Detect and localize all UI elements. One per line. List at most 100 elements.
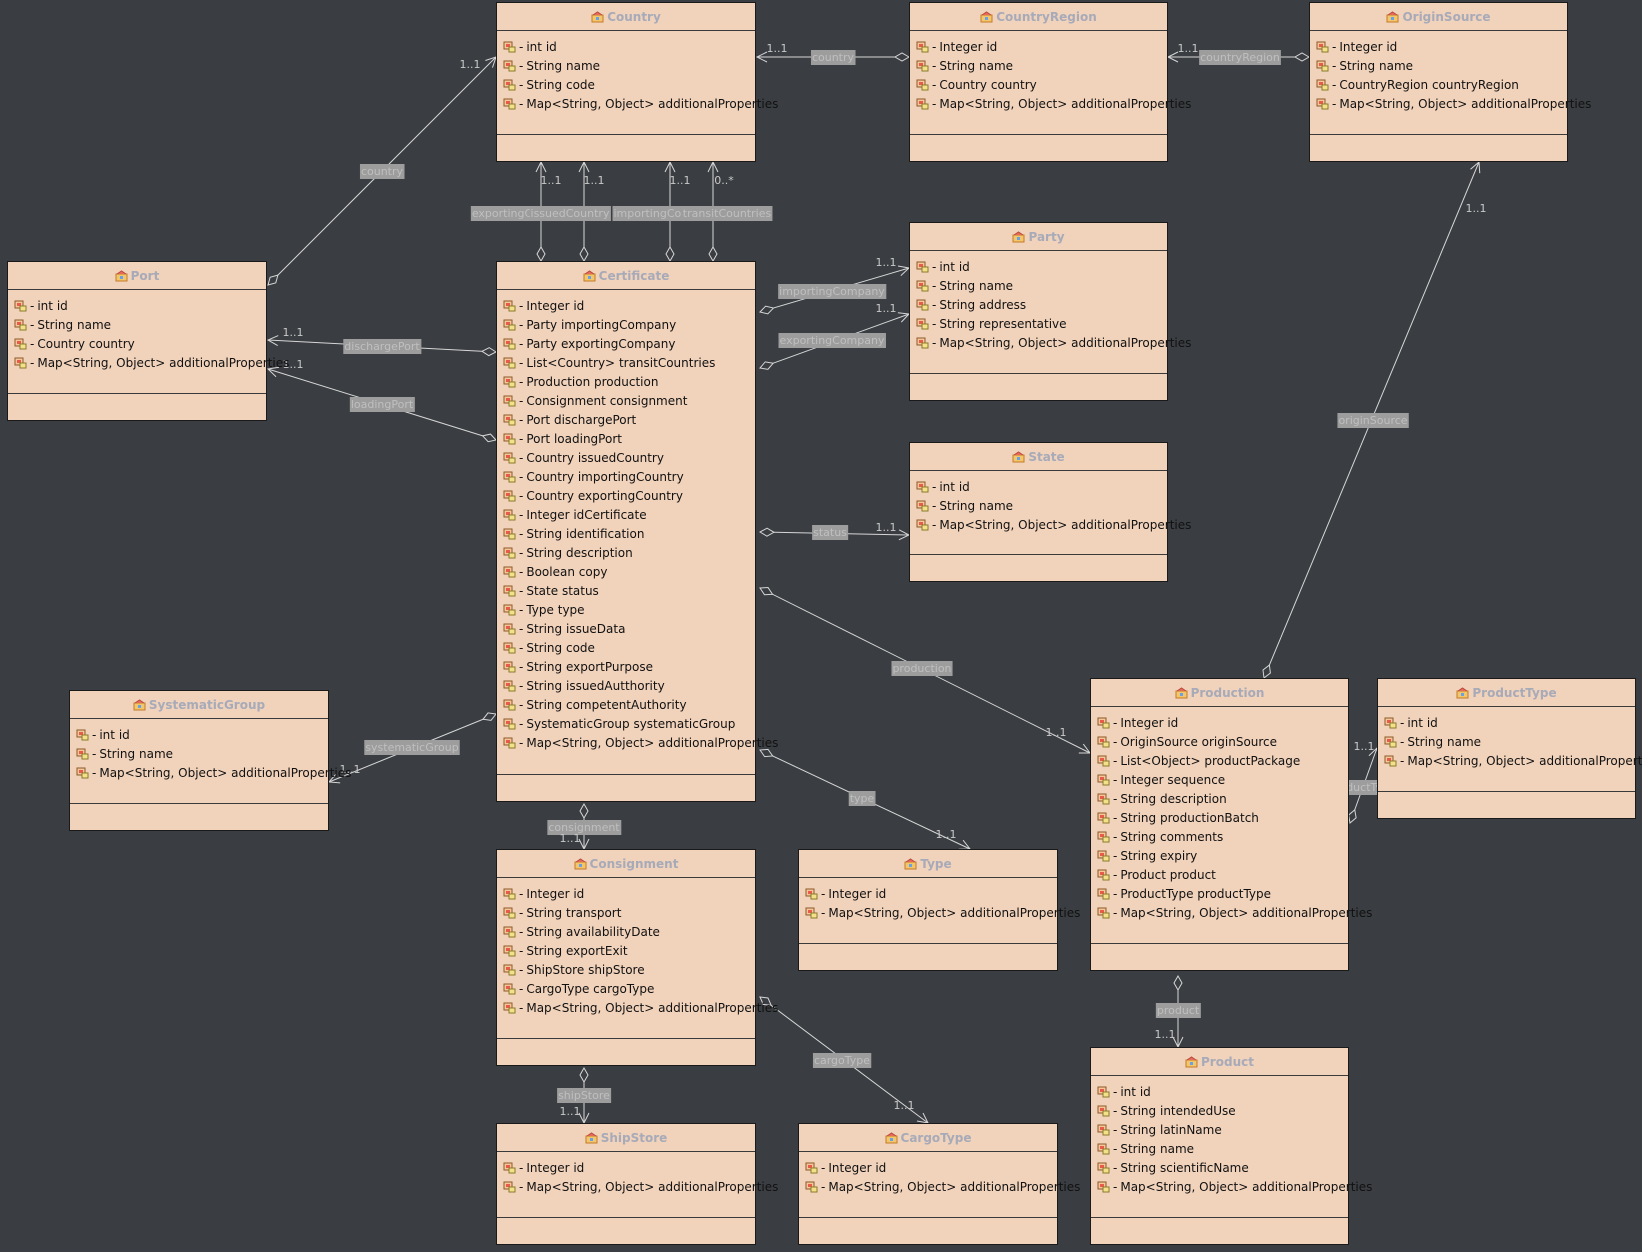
attribute-row[interactable]: -String identification <box>503 524 755 543</box>
attribute-row[interactable]: -String name <box>916 276 1167 295</box>
attribute-row[interactable]: -String name <box>1384 732 1635 751</box>
attribute-row[interactable]: -Party exportingCompany <box>503 334 755 353</box>
attribute-row[interactable]: -Map<String, Object> additionalPropertie… <box>1316 94 1591 113</box>
class-shipstore[interactable]: ShipStore-Integer id-Map<String, Object>… <box>496 1123 778 1245</box>
attribute-row[interactable]: -String name <box>14 315 266 334</box>
attribute-row[interactable]: -Map<String, Object> additionalPropertie… <box>76 763 351 782</box>
attribute-row[interactable]: -String productionBatch <box>1097 808 1348 827</box>
attribute-row[interactable]: -Country issuedCountry <box>503 448 755 467</box>
attribute-row[interactable]: -int id <box>76 725 328 744</box>
attribute-row[interactable]: -Map<String, Object> additionalPropertie… <box>503 94 778 113</box>
attribute-row[interactable]: -Map<String, Object> additionalPropertie… <box>805 903 1080 922</box>
class-party[interactable]: Party-int id-String name-String address-… <box>909 222 1191 401</box>
attribute-row[interactable]: -String code <box>503 638 755 657</box>
attribute-row[interactable]: -int id <box>14 296 266 315</box>
attribute-row[interactable]: -String availabilityDate <box>503 922 755 941</box>
attribute-row[interactable]: -Integer idCertificate <box>503 505 755 524</box>
attribute-row[interactable]: -Map<String, Object> additionalPropertie… <box>805 1177 1080 1196</box>
attribute-row[interactable]: -Map<String, Object> additionalPropertie… <box>503 733 778 752</box>
attribute-row[interactable]: -Country exportingCountry <box>503 486 755 505</box>
attribute-row[interactable]: -Map<String, Object> additionalPropertie… <box>503 998 778 1017</box>
attribute-row[interactable]: -Integer id <box>916 37 1167 56</box>
attribute-row[interactable]: -Type type <box>503 600 755 619</box>
attribute-row[interactable]: -OriginSource originSource <box>1097 732 1348 751</box>
attribute-row[interactable]: -Integer id <box>503 1158 755 1177</box>
attribute-row[interactable]: -Map<String, Object> additionalPropertie… <box>916 515 1191 534</box>
class-systematicgroup[interactable]: SystematicGroup-int id-String name-Map<S… <box>69 690 351 831</box>
attribute-row[interactable]: -Party importingCompany <box>503 315 755 334</box>
attribute-row[interactable]: -String exportPurpose <box>503 657 755 676</box>
attribute-row[interactable]: -List<Country> transitCountries <box>503 353 755 372</box>
class-product[interactable]: Product-int id-String intendedUse-String… <box>1090 1047 1372 1245</box>
attribute-row[interactable]: -String issueData <box>503 619 755 638</box>
class-originsource[interactable]: OriginSource-Integer id-String name-Coun… <box>1309 2 1591 162</box>
class-state[interactable]: State-int id-String name-Map<String, Obj… <box>909 442 1191 582</box>
attribute-row[interactable]: -int id <box>503 37 755 56</box>
attribute-row[interactable]: -String expiry <box>1097 846 1348 865</box>
attribute-row[interactable]: -Integer id <box>805 884 1057 903</box>
attribute-row[interactable]: -CargoType cargoType <box>503 979 755 998</box>
attribute-row[interactable]: -Country country <box>916 75 1167 94</box>
attribute-row[interactable]: -Integer id <box>503 296 755 315</box>
attribute-row[interactable]: -CountryRegion countryRegion <box>1316 75 1567 94</box>
attribute-row[interactable]: -String scientificName <box>1097 1158 1348 1177</box>
class-cargotype[interactable]: CargoType-Integer id-Map<String, Object>… <box>798 1123 1080 1245</box>
attribute-row[interactable]: -Map<String, Object> additionalPropertie… <box>14 353 289 372</box>
attribute-row[interactable]: -Country importingCountry <box>503 467 755 486</box>
attribute-row[interactable]: -Map<String, Object> additionalPropertie… <box>916 94 1191 113</box>
attribute-row[interactable]: -String exportExit <box>503 941 755 960</box>
class-countryregion[interactable]: CountryRegion-Integer id-String name-Cou… <box>909 2 1191 162</box>
attribute-row[interactable]: -String name <box>1097 1139 1348 1158</box>
attribute-row[interactable]: -String comments <box>1097 827 1348 846</box>
attribute-row[interactable]: -SystematicGroup systematicGroup <box>503 714 755 733</box>
attribute-row[interactable]: -int id <box>1384 713 1635 732</box>
attribute-row[interactable]: -Map<String, Object> additionalPropertie… <box>1097 1177 1372 1196</box>
attribute-row[interactable]: -String address <box>916 295 1167 314</box>
attribute-row[interactable]: -Port dischargePort <box>503 410 755 429</box>
attribute-row[interactable]: -Integer sequence <box>1097 770 1348 789</box>
attribute-row[interactable]: -String latinName <box>1097 1120 1348 1139</box>
class-port[interactable]: Port-int id-String name-Country country-… <box>7 261 289 421</box>
attribute-row[interactable]: -ShipStore shipStore <box>503 960 755 979</box>
attribute-row[interactable]: -int id <box>916 257 1167 276</box>
attribute-row[interactable]: -Consignment consignment <box>503 391 755 410</box>
attribute-row[interactable]: -Integer id <box>503 884 755 903</box>
attribute-row[interactable]: -Country country <box>14 334 266 353</box>
attribute-row[interactable]: -Product product <box>1097 865 1348 884</box>
attribute-row[interactable]: -Map<String, Object> additionalPropertie… <box>1097 903 1372 922</box>
attribute-row[interactable]: -String name <box>503 56 755 75</box>
class-country[interactable]: Country-int id-String name-String code-M… <box>496 2 778 162</box>
class-producttype[interactable]: ProductType-int id-String name-Map<Strin… <box>1377 678 1642 819</box>
attribute-row[interactable]: -String name <box>1316 56 1567 75</box>
class-production[interactable]: Production-Integer id-OriginSource origi… <box>1090 678 1372 971</box>
attribute-row[interactable]: -String transport <box>503 903 755 922</box>
attribute-row[interactable]: -String name <box>916 496 1167 515</box>
attribute-row[interactable]: -State status <box>503 581 755 600</box>
class-consignment[interactable]: Consignment-Integer id-String transport-… <box>496 849 778 1066</box>
attribute-row[interactable]: -String intendedUse <box>1097 1101 1348 1120</box>
attribute-row[interactable]: -String code <box>503 75 755 94</box>
attribute-row[interactable]: -Map<String, Object> additionalPropertie… <box>916 333 1191 352</box>
attribute-row[interactable]: -String competentAuthority <box>503 695 755 714</box>
attribute-row[interactable]: -Map<String, Object> additionalPropertie… <box>503 1177 778 1196</box>
attribute-row[interactable]: -Map<String, Object> additionalPropertie… <box>1384 751 1642 770</box>
attribute-row[interactable]: -Integer id <box>1316 37 1567 56</box>
attribute-row[interactable]: -List<Object> productPackage <box>1097 751 1348 770</box>
attribute-row[interactable]: -Integer id <box>805 1158 1057 1177</box>
attribute-row[interactable]: -Boolean copy <box>503 562 755 581</box>
